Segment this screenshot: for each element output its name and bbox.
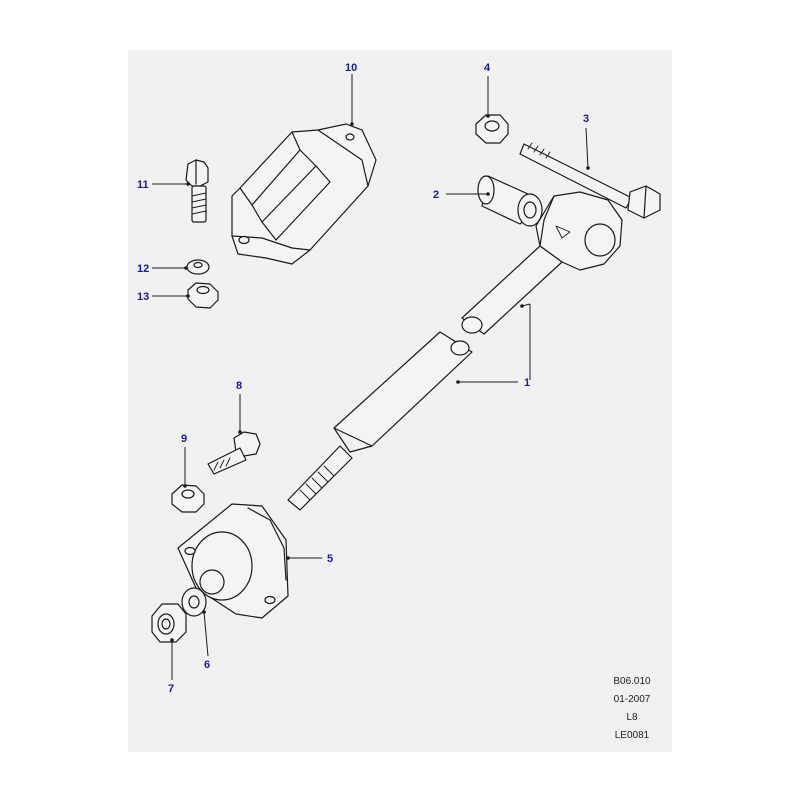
reference-date: 01-2007	[613, 694, 651, 705]
reference-code: B06.010	[613, 676, 651, 687]
part-11-bolt	[185, 159, 209, 223]
part-1-rod-assembly	[287, 191, 623, 511]
callout-4: 4	[484, 62, 491, 74]
callout-2: 2	[433, 189, 439, 201]
callout-5: 5	[327, 553, 333, 565]
leader-3	[585, 127, 589, 169]
part-7-nut	[151, 603, 187, 643]
callout-13: 13	[137, 291, 149, 303]
reference-model: L8	[626, 712, 638, 723]
callout-9: 9	[181, 433, 187, 445]
part-8-bolt	[207, 431, 261, 475]
part-6-washer	[181, 587, 207, 617]
callout-6: 6	[204, 659, 210, 671]
callout-3: 3	[583, 113, 589, 125]
part-9-nut	[171, 484, 205, 513]
part-3-long-bolt	[519, 142, 661, 219]
part-10-mounting-bracket	[231, 123, 377, 265]
callout-11: 11	[137, 179, 149, 191]
leader-6	[203, 611, 209, 657]
reference-drawing-id: LE0081	[614, 730, 650, 741]
part-2-bush	[477, 175, 543, 227]
part-13-nut	[187, 282, 219, 309]
callout-12: 12	[137, 263, 149, 275]
callout-1: 1	[524, 377, 530, 389]
part-4-nut	[475, 114, 509, 144]
part-12-washer	[186, 259, 210, 275]
callout-10: 10	[345, 62, 357, 74]
callout-8: 8	[236, 380, 242, 392]
callout-7: 7	[168, 683, 174, 695]
part-5-rubber-mounting	[177, 503, 289, 619]
